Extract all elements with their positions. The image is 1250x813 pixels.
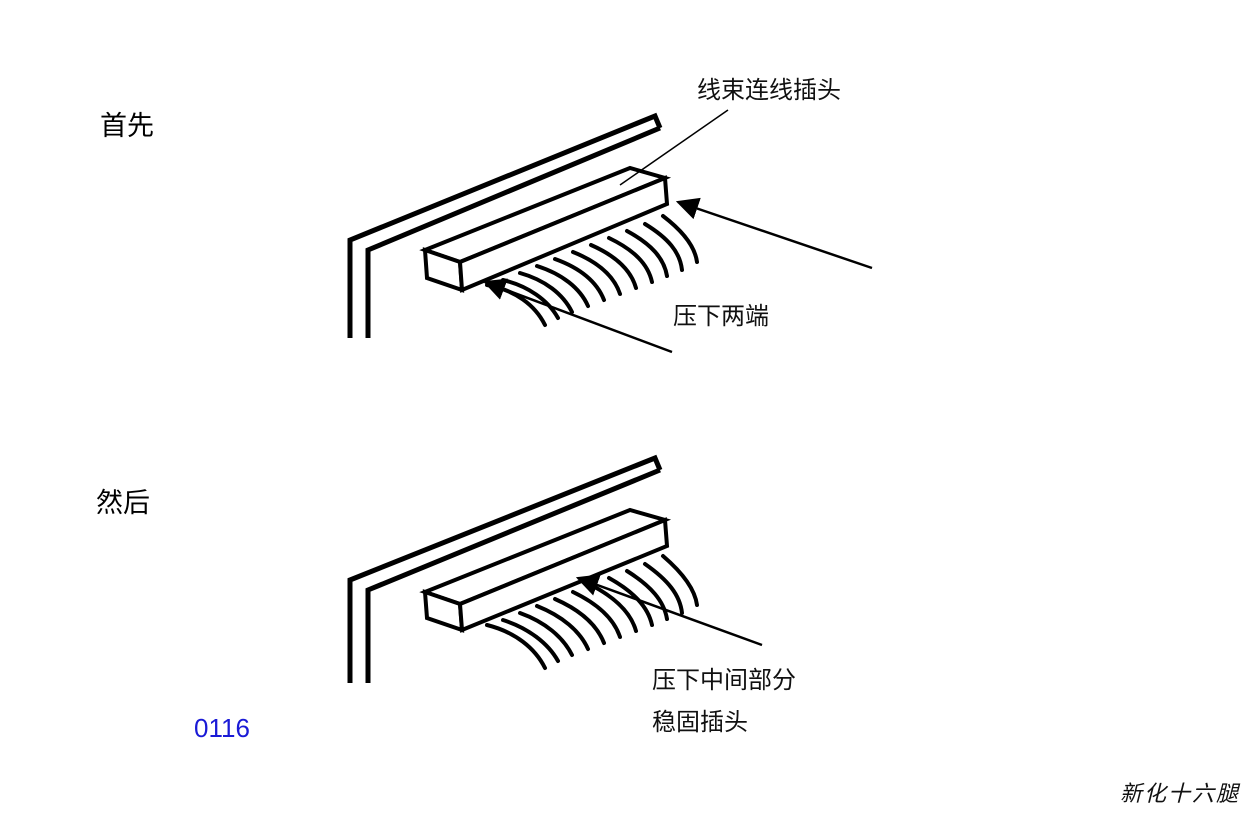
page-number: 0116	[194, 713, 250, 743]
step-2-label: 然后	[96, 488, 150, 519]
press-right-end-arrow	[675, 197, 873, 270]
secure-connector-label: 稳固插头	[652, 708, 748, 736]
press-left-end-arrow	[482, 278, 673, 354]
connector-body	[419, 165, 672, 293]
step-1-label: 首先	[100, 111, 154, 142]
wire-harness	[485, 214, 699, 327]
brand-signature: 新化十六腿	[1120, 782, 1241, 807]
press-middle-arrow	[575, 574, 763, 647]
panel-frame	[347, 112, 663, 338]
press-middle-label: 压下中间部分	[652, 666, 796, 694]
harness-connector-label: 线束连线插头	[697, 76, 841, 104]
panel-frame	[347, 454, 663, 683]
connector-body	[419, 507, 672, 633]
step-2-illustration	[347, 454, 763, 683]
press-both-ends-label: 压下两端	[673, 302, 769, 330]
harness-leader-line	[619, 109, 729, 186]
step-1-illustration	[347, 109, 873, 354]
